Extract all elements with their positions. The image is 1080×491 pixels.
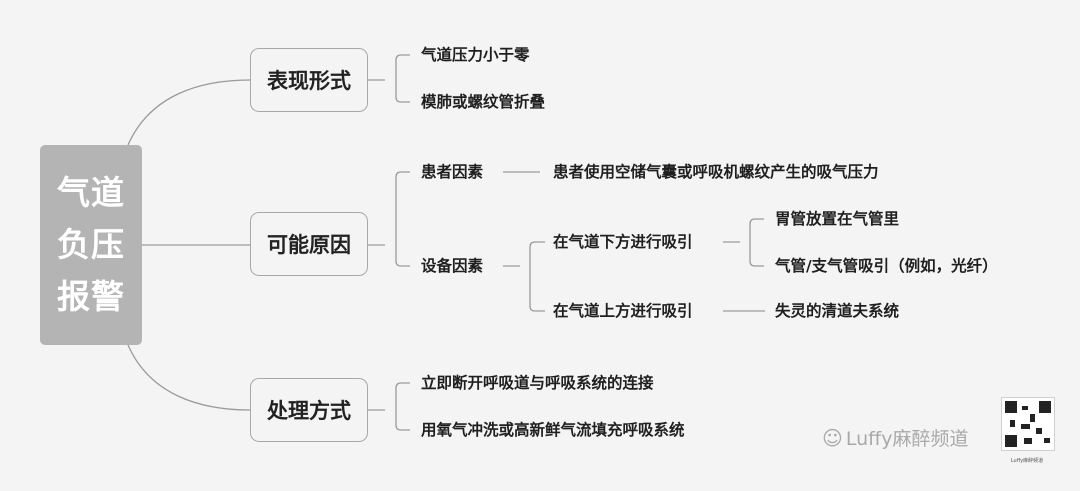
cause-patient-detail: 患者使用空储气囊或呼吸机螺纹产生的吸气压力 xyxy=(553,163,879,181)
root-line-1: 气道 xyxy=(57,173,125,212)
wechat-icon: ☺ xyxy=(822,426,843,450)
handling-item-2: 用氧气冲洗或高新鲜气流填充呼吸系统 xyxy=(421,421,685,439)
presentation-item-1: 气道压力小于零 xyxy=(421,46,530,64)
above-item-1: 失灵的清道夫系统 xyxy=(775,302,900,320)
equipment-above: 在气道上方进行吸引 xyxy=(553,302,693,320)
node-presentation: 表现形式 xyxy=(250,48,368,112)
below-item-2: 气管/支气管吸引（例如，光纤） xyxy=(775,257,998,275)
qr-caption: Luffy麻醉频道 xyxy=(1010,458,1044,464)
root-line-3: 报警 xyxy=(57,277,125,316)
presentation-item-2: 模肺或螺纹管折叠 xyxy=(421,93,546,111)
watermark: ☺Luffy麻醉频道 xyxy=(822,424,969,451)
below-item-1: 胃管放置在气管里 xyxy=(775,210,900,228)
cause-patient: 患者因素 xyxy=(421,163,484,181)
node-handling: 处理方式 xyxy=(250,378,368,442)
node-causes: 可能原因 xyxy=(250,212,368,276)
handling-item-1: 立即断开呼吸道与呼吸系统的连接 xyxy=(421,374,654,392)
equipment-below: 在气道下方进行吸引 xyxy=(553,233,693,251)
watermark-text: Luffy麻醉频道 xyxy=(845,428,969,450)
qr-code xyxy=(1001,397,1055,451)
root-node: 气道 负压 报警 xyxy=(40,145,142,345)
root-line-2: 负压 xyxy=(57,225,125,264)
cause-equipment: 设备因素 xyxy=(421,257,484,275)
